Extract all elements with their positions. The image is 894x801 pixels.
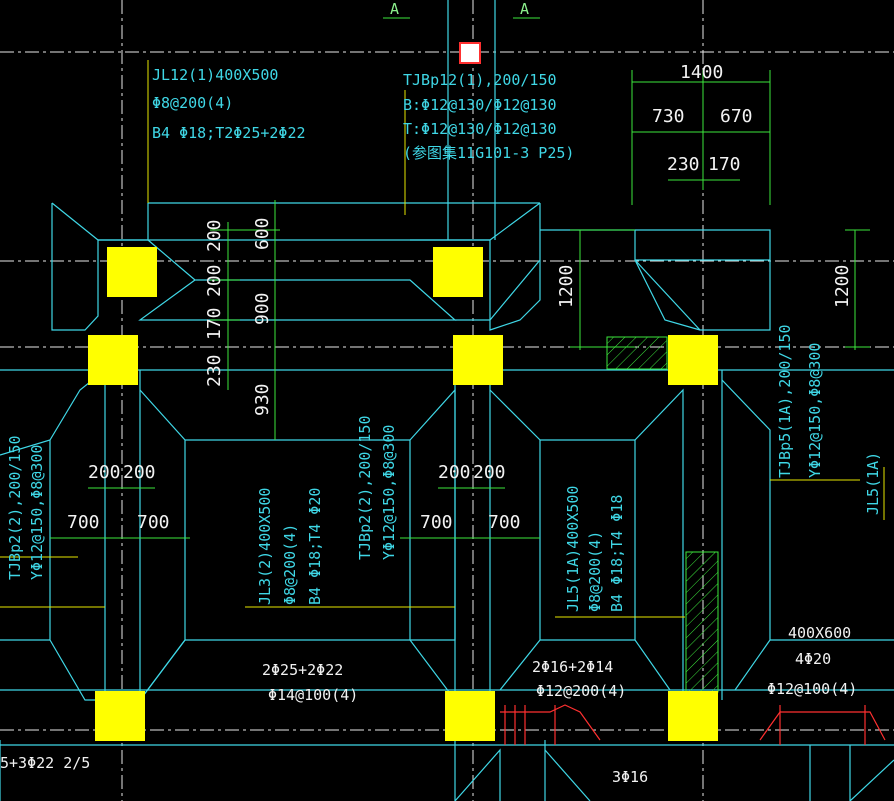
svg-text:B:Φ12@130/Φ12@130: B:Φ12@130/Φ12@130: [403, 96, 557, 114]
svg-text:Φ14@100(4): Φ14@100(4): [268, 686, 358, 704]
svg-text:Φ8@200(4): Φ8@200(4): [152, 94, 233, 112]
column-8: [668, 691, 718, 741]
annotation-jl3: JL3(2)400X500 Φ8@200(4) B4 Φ18;T4 Φ20: [256, 488, 324, 605]
svg-text:200: 200: [473, 462, 506, 483]
svg-text:170: 170: [708, 154, 741, 175]
svg-text:JL3(2)400X500: JL3(2)400X500: [256, 488, 274, 605]
svg-text:TJBp5(1A),200/150: TJBp5(1A),200/150: [776, 324, 794, 478]
leader-lines: [0, 60, 885, 618]
column-6: [95, 691, 145, 741]
column-4: [453, 335, 503, 385]
svg-text:700: 700: [488, 512, 521, 533]
svg-text:930: 930: [252, 383, 273, 416]
svg-text:TJBp2(2),200/150: TJBp2(2),200/150: [6, 436, 24, 581]
svg-text:Φ8@200(4): Φ8@200(4): [281, 524, 299, 605]
svg-text:200: 200: [204, 264, 225, 297]
annotation-jl5-edge: JL5(1A): [864, 452, 882, 515]
svg-text:730: 730: [652, 106, 685, 127]
svg-text:1400: 1400: [680, 62, 723, 83]
svg-text:T:Φ12@130/Φ12@130: T:Φ12@130/Φ12@130: [403, 120, 557, 138]
svg-text:600: 600: [252, 217, 273, 250]
svg-text:JL5(1A)400X500: JL5(1A)400X500: [564, 486, 582, 612]
column-3: [88, 335, 138, 385]
svg-text:200: 200: [438, 462, 471, 483]
svg-text:B4 Φ18;T4 Φ20: B4 Φ18;T4 Φ20: [306, 488, 324, 605]
svg-text:2Φ16+2Φ14: 2Φ16+2Φ14: [532, 658, 613, 676]
svg-text:900: 900: [252, 292, 273, 325]
svg-text:YΦ12@150,Φ8@300: YΦ12@150,Φ8@300: [806, 343, 824, 478]
svg-text:700: 700: [420, 512, 453, 533]
svg-text:TJBp12(1),200/150: TJBp12(1),200/150: [403, 71, 557, 89]
svg-text:Φ12@200(4): Φ12@200(4): [536, 682, 626, 700]
rebar-text-right: 2Φ16+2Φ14 Φ12@200(4): [532, 658, 626, 700]
svg-text:YΦ12@150,Φ8@300: YΦ12@150,Φ8@300: [380, 425, 398, 560]
column-1: [107, 247, 157, 297]
annotation-tjbp12: TJBp12(1),200/150 B:Φ12@130/Φ12@130 T:Φ1…: [403, 71, 574, 162]
svg-text:B4 Φ18;T4 Φ18: B4 Φ18;T4 Φ18: [608, 495, 626, 612]
dimension-lines: [50, 70, 870, 539]
bottom-mid-rebar: 3Φ16: [612, 768, 648, 786]
svg-text:Φ12@100(4): Φ12@100(4): [767, 680, 857, 698]
svg-text:230: 230: [667, 154, 700, 175]
rebar-marks: [459, 42, 886, 745]
svg-text:TJBp2(2),200/150: TJBp2(2),200/150: [356, 416, 374, 561]
svg-text:200: 200: [88, 462, 121, 483]
annotation-tjbp5: TJBp5(1A),200/150 YΦ12@150,Φ8@300: [776, 324, 824, 478]
svg-text:YΦ12@150,Φ8@300: YΦ12@150,Φ8@300: [28, 445, 46, 580]
dimension-text: 1400 730 670 230 170 600 200 200 900 170…: [67, 62, 853, 533]
svg-text:170: 170: [204, 307, 225, 340]
section-mark-right: A: [520, 0, 529, 18]
column-7: [445, 691, 495, 741]
svg-text:1200: 1200: [556, 265, 577, 308]
svg-text:B4 Φ18;T2Φ25+2Φ22: B4 Φ18;T2Φ25+2Φ22: [152, 124, 306, 142]
column-5: [668, 335, 718, 385]
annotation-tjbp2-left: TJBp2(2),200/150 YΦ12@150,Φ8@300: [6, 436, 46, 581]
svg-text:JL12(1)400X500: JL12(1)400X500: [152, 66, 278, 84]
svg-text:200: 200: [204, 219, 225, 252]
svg-text:JL5(1A): JL5(1A): [864, 452, 882, 515]
svg-text:(参图集11G101-3 P25): (参图集11G101-3 P25): [403, 144, 574, 162]
svg-text:400X600: 400X600: [788, 624, 851, 642]
svg-text:4Φ20: 4Φ20: [795, 650, 831, 668]
svg-text:2Φ25+2Φ22: 2Φ25+2Φ22: [262, 661, 343, 679]
svg-text:230: 230: [204, 354, 225, 387]
annotation-tjbp2-mid: TJBp2(2),200/150 YΦ12@150,Φ8@300: [356, 416, 398, 561]
svg-text:1200: 1200: [832, 265, 853, 308]
rebar-text-mid: 2Φ25+2Φ22 Φ14@100(4): [262, 661, 358, 704]
svg-text:Φ8@200(4): Φ8@200(4): [586, 531, 604, 612]
hatched-blocks: [606, 336, 719, 693]
column-squares: [88, 247, 718, 741]
section-marks: A A: [383, 0, 540, 19]
section-mark-left: A: [390, 0, 399, 18]
annotation-jl12: JL12(1)400X500 Φ8@200(4) B4 Φ18;T2Φ25+2Φ…: [152, 66, 306, 142]
svg-text:200: 200: [123, 462, 156, 483]
annotation-jl5: JL5(1A)400X500 Φ8@200(4) B4 Φ18;T4 Φ18: [564, 486, 626, 612]
rebar-text-far: 400X600 4Φ20 Φ12@100(4): [767, 624, 857, 698]
bottom-left-rebar: 5+3Φ22 2/5: [0, 754, 90, 772]
svg-text:700: 700: [137, 512, 170, 533]
svg-text:670: 670: [720, 106, 753, 127]
svg-text:700: 700: [67, 512, 100, 533]
column-2: [433, 247, 483, 297]
